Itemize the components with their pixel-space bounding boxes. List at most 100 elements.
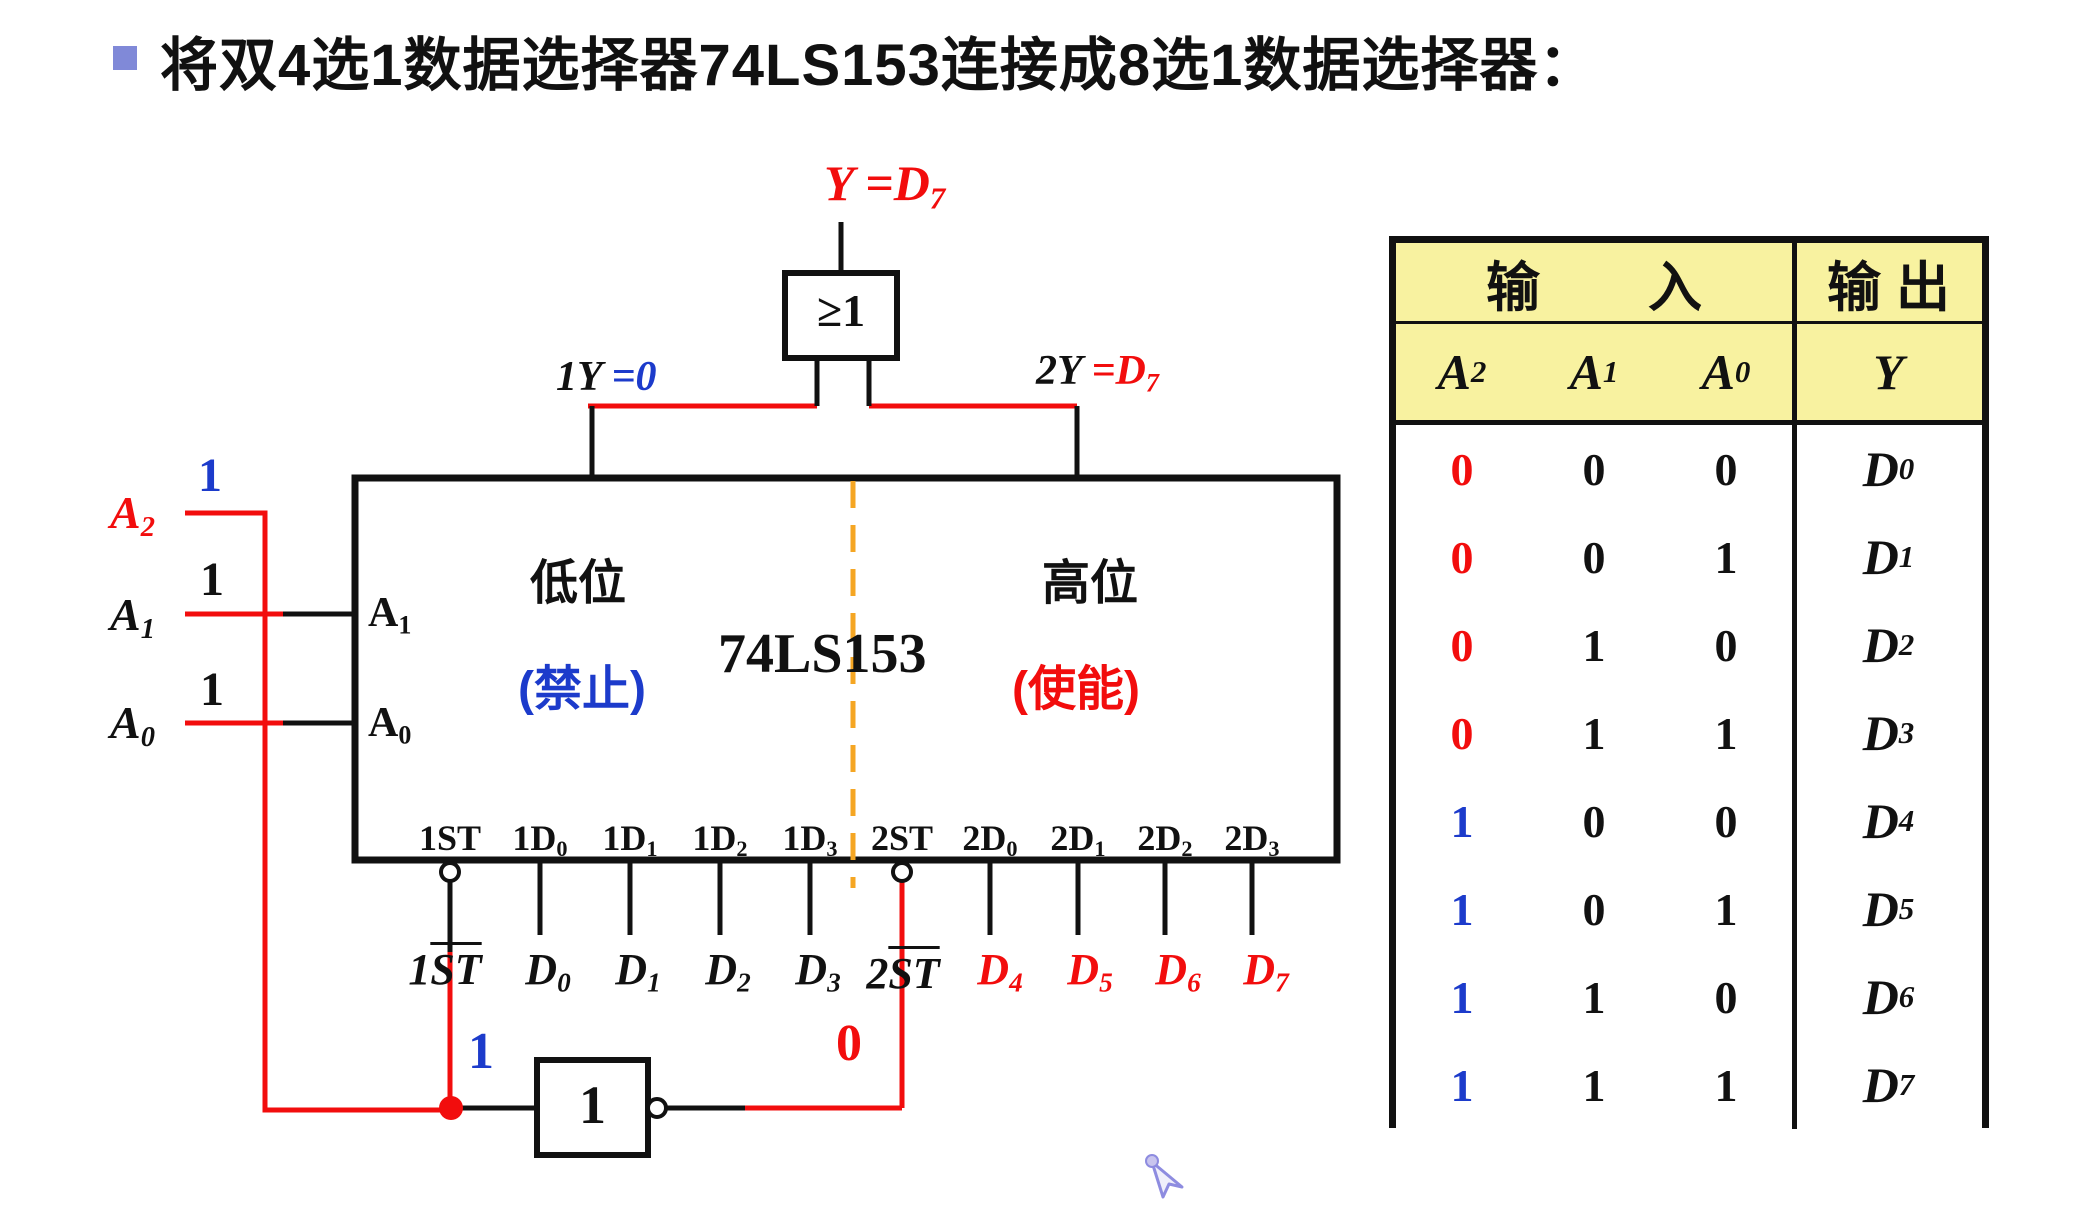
d-sub: 1 [647, 967, 661, 998]
strobe1-value: 1 [468, 1023, 494, 1080]
chip-high-half-status: (使能) [1012, 663, 1140, 716]
cell-value: 0 [1714, 443, 1738, 495]
cell-value: 1 [1582, 1059, 1606, 1111]
chip-pin-2st: 2ST [871, 820, 933, 861]
d-base: D [977, 945, 1010, 994]
a2-sub: 2 [140, 511, 155, 543]
pin-label: 2ST [870, 818, 934, 858]
data-d6-label: D6 [1155, 948, 1200, 997]
column-y: Y [1792, 324, 1980, 420]
port-a1-sub: 1 [398, 610, 412, 640]
col-base: A [1701, 344, 1735, 400]
cell-a2: 0 [1396, 425, 1528, 513]
data-d5-label: D5 [1067, 948, 1112, 997]
cell-a1: 0 [1528, 513, 1660, 601]
branch-2y-base: D [1115, 348, 1146, 394]
pin-sub: 2 [736, 836, 748, 862]
chip-low-half-label: 低位 [530, 557, 627, 610]
port-a0-sub: 0 [398, 720, 412, 750]
a2-base: A [110, 487, 141, 538]
pin-label: 1D [692, 818, 737, 858]
cell-a1: 1 [1528, 953, 1660, 1041]
wire-junction-dot [439, 1096, 463, 1120]
strobe1-label: 1ST [408, 948, 481, 992]
data-d4-label: D4 [977, 948, 1022, 997]
branch-2y-name: 2Y [1036, 348, 1092, 394]
cell-value: 0 [1450, 443, 1474, 495]
cell-value: 0 [1582, 795, 1606, 847]
cell-a0: 1 [1660, 865, 1792, 953]
y-sub: 4 [1898, 803, 1915, 838]
cell-a2: 1 [1396, 865, 1528, 953]
port-a1-base: A [368, 590, 399, 636]
y-sub: 3 [1898, 715, 1915, 750]
d-base: D [1155, 945, 1188, 994]
y-base: D [1862, 441, 1899, 497]
or-gate-symbol: ≥1 [816, 285, 866, 336]
chip-pin-1st: 1ST [419, 820, 481, 861]
cell-a0: 0 [1660, 777, 1792, 865]
d-sub: 5 [1099, 967, 1113, 998]
branch-2y-eq: = [1091, 348, 1116, 394]
y-base: D [1862, 617, 1899, 673]
data-d7-label: D7 [1243, 948, 1288, 997]
chip-pin-1d2: 1D2 [692, 820, 747, 861]
pin-label: 2D [1050, 818, 1095, 858]
input-a0-label: A0 [110, 700, 155, 753]
black-wires [283, 222, 1255, 1111]
st1-bubble [439, 861, 461, 883]
d-sub: 2 [737, 967, 751, 998]
pin-label: 2D [962, 818, 1007, 858]
pin-sub: 3 [826, 836, 838, 862]
cell-value: 1 [1714, 883, 1738, 935]
chip-pin-2d2: 2D2 [1137, 820, 1192, 861]
pin-label: 1D [602, 818, 647, 858]
branch-1y-value: =0 [611, 354, 657, 400]
d-base: D [615, 945, 648, 994]
cell-value: 0 [1582, 443, 1606, 495]
page-title: 将双4选1数据选择器74LS153连接成8选1数据选择器： [160, 33, 1598, 98]
cell-a2: 0 [1396, 601, 1528, 689]
d-base: D [525, 945, 558, 994]
cell-value: 1 [1714, 707, 1738, 759]
chip-pin-2d3: 2D3 [1224, 820, 1279, 861]
header-input: 输 入 [1486, 257, 1702, 318]
a2-wire [185, 510, 450, 1113]
output-equation-label: Y =D7 [824, 158, 945, 214]
pin-sub: 0 [556, 836, 568, 862]
red-wires [185, 403, 1077, 1113]
y-base: D [1862, 793, 1899, 849]
chip-low-half-status: (禁止) [518, 663, 646, 716]
mouse-cursor-icon [1145, 1154, 1184, 1199]
chip-name: 74LS153 [718, 623, 927, 685]
cell-a1: 1 [1528, 601, 1660, 689]
cell-a0: 1 [1660, 513, 1792, 601]
truth-table-header: 输 入 输 出 [1396, 243, 1982, 324]
branch-2y-sub: 7 [1145, 368, 1159, 398]
y-sub: 2 [1898, 627, 1915, 662]
cell-a2: 0 [1396, 689, 1528, 777]
cell-value: 1 [1714, 1059, 1738, 1111]
chip-pin-1d0: 1D0 [512, 820, 567, 861]
data-d1-label: D1 [615, 948, 660, 997]
cell-a1: 0 [1528, 777, 1660, 865]
y-base: D [1862, 969, 1899, 1025]
pin-sub: 1 [646, 836, 658, 862]
cell-a2: 0 [1396, 513, 1528, 601]
cell-value: 0 [1714, 619, 1738, 671]
chip-port-a1: A1 [368, 592, 411, 638]
output-eq-sub: 7 [929, 180, 946, 216]
y-sub: 1 [1898, 539, 1915, 574]
pin-sub: 3 [1268, 836, 1280, 862]
strobe2-pre: 2 [866, 949, 889, 998]
